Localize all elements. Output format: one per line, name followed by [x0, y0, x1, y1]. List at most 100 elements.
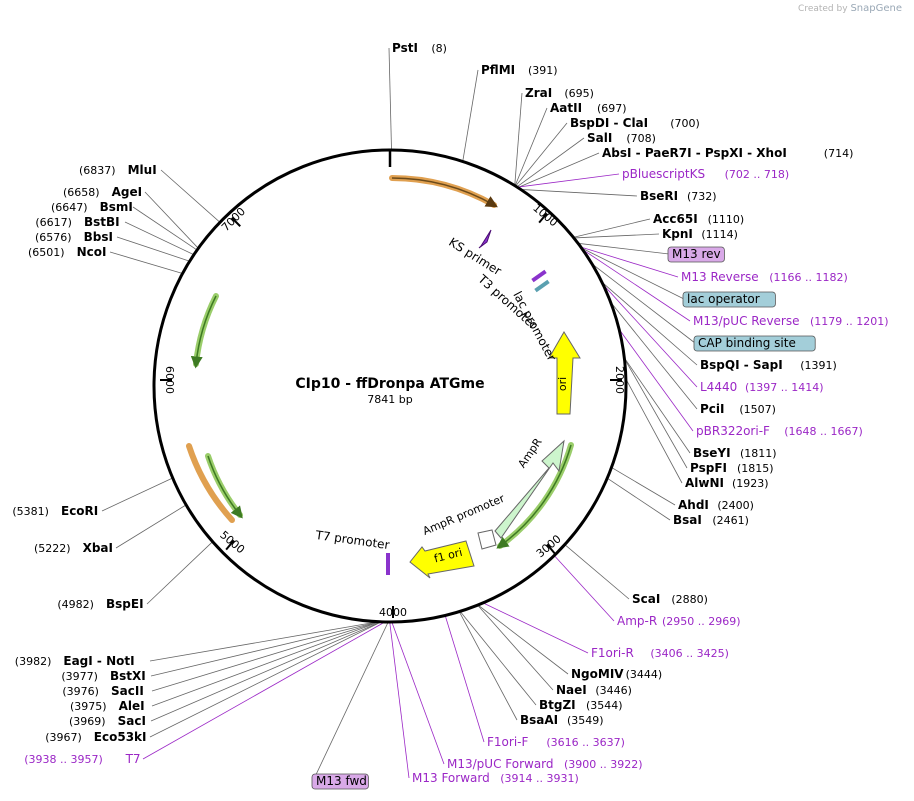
leader-line	[602, 284, 698, 388]
enzyme-label: BspDI - ClaI(700)	[570, 116, 700, 130]
feature-label: M13 rev	[667, 246, 725, 263]
leader-line	[149, 621, 382, 738]
site-name: SacI	[118, 714, 146, 728]
lac-promoter-label: lac promoter	[510, 289, 558, 363]
leader-line	[149, 621, 379, 662]
site-name: KpnI	[662, 227, 693, 241]
site-name: XbaI	[83, 541, 113, 555]
site-name: ZraI	[525, 86, 552, 100]
leader-line	[580, 246, 679, 278]
leader-line	[573, 233, 660, 239]
leader-line	[520, 189, 638, 197]
leader-line	[144, 191, 199, 249]
tick-label: 1000	[530, 201, 560, 229]
site-name: BspEI	[106, 597, 144, 611]
enzyme-label: NcoI(6501)	[28, 245, 106, 259]
ks-primer-mark	[478, 229, 492, 249]
leader-line	[564, 544, 630, 600]
leader-line	[444, 615, 485, 743]
orange-feature-top-arrow	[391, 177, 498, 208]
lac-promoter-mark	[534, 279, 550, 293]
enzyme-label: Eco53kI(3967)	[45, 730, 146, 744]
site-name: F1ori-R	[591, 646, 634, 660]
snapgene-credit: Created by SnapGene	[798, 3, 902, 14]
ori-label: ori	[556, 377, 569, 391]
leader-lines	[101, 47, 698, 782]
leader-line	[624, 358, 688, 469]
tick-label: 4000	[379, 606, 407, 619]
enzyme-label: PspFI(1815)	[690, 461, 774, 475]
site-name: BtgZI	[539, 698, 576, 712]
leader-line	[611, 467, 676, 506]
enzyme-label: EcoRI(5381)	[12, 504, 98, 518]
site-position: (4982)	[57, 598, 94, 611]
ampr-label: AmpR	[516, 435, 545, 470]
site-position: (3616 .. 3637)	[546, 736, 625, 749]
site-name: pBluescriptKS	[622, 167, 705, 181]
enzyme-label: ZraI(695)	[525, 86, 594, 100]
enzyme-label: NaeI (3446)	[556, 683, 632, 697]
feature-box	[311, 773, 369, 790]
leader-line	[150, 621, 380, 677]
site-position: (3446)	[595, 684, 632, 697]
primer-label: M13 Forward(3914 .. 3931)	[412, 771, 579, 785]
site-name: BseRI	[640, 189, 678, 203]
primer-label: L4440(1397 .. 1414)	[700, 380, 824, 394]
site-name: MluI	[128, 163, 157, 177]
site-name: BbsI	[84, 230, 113, 244]
site-name: L4440	[700, 380, 737, 394]
plasmid-name: CIp10 - ffDronpa ATGme	[295, 376, 484, 392]
site-position: (3900 .. 3922)	[564, 758, 643, 771]
site-name: NaeI	[556, 683, 587, 697]
leader-line	[581, 247, 685, 300]
enzyme-label: PstI(8)	[392, 41, 447, 55]
site-position: (6576)	[35, 231, 72, 244]
enzyme-label: BsmI(6647)	[51, 200, 133, 214]
enzyme-label: AlwNI(1923)	[685, 476, 769, 490]
tick-label: 2000	[613, 366, 626, 394]
site-name: lac operator	[687, 292, 760, 306]
site-name: F1ori-F	[487, 735, 528, 749]
site-name: BspQI - SapI	[700, 358, 783, 372]
site-position: (3914 .. 3931)	[500, 772, 579, 785]
leader-line	[151, 621, 380, 707]
primer-label: F1ori-R(3406 .. 3425)	[591, 646, 729, 660]
ori-arrow	[548, 331, 581, 415]
site-position: (3982)	[15, 655, 52, 668]
enzyme-label: SacI(3969)	[69, 714, 146, 728]
f1-ori-arrow	[409, 540, 475, 579]
green-feature-left-arrow	[190, 295, 217, 369]
site-position: (1507)	[739, 403, 776, 416]
leader-line	[124, 221, 195, 256]
enzyme-label: NgoMIV(3444)	[571, 667, 662, 681]
tick-mark	[538, 212, 548, 224]
leader-line	[458, 611, 518, 721]
site-position: (1114)	[701, 228, 738, 241]
enzyme-label: SacII(3976)	[62, 684, 143, 698]
enzyme-label: AgeI(6658)	[63, 185, 142, 199]
site-position: (2461)	[712, 514, 749, 527]
primer-label: F1ori-F (3616 .. 3637)	[487, 735, 625, 749]
site-name: T7	[125, 752, 141, 766]
site-name: SalI	[587, 131, 612, 145]
leader-line	[577, 242, 670, 255]
orange-feature-bottom-left	[186, 443, 235, 523]
leader-line	[132, 206, 198, 251]
leader-line	[391, 621, 445, 765]
leader-line	[160, 169, 221, 223]
site-name: Eco53kI	[94, 730, 147, 744]
site-name: ScaI	[632, 592, 660, 606]
enzyme-label: BsaI(2461)	[673, 513, 749, 527]
enzyme-label: PflMI(391)	[481, 63, 558, 77]
site-name: M13 rev	[672, 247, 721, 261]
site-name: M13/pUC Reverse	[693, 314, 800, 328]
leader-line	[607, 477, 671, 521]
site-labels: PstI(8) PflMI(391) ZraI(695)AatII(697)BspD…	[12, 41, 889, 790]
enzyme-label: AatII(697)	[550, 101, 627, 115]
orange-feature-top	[389, 175, 497, 208]
tick-mark	[231, 217, 241, 227]
enzyme-label: AhdI(2400)	[678, 498, 754, 512]
site-name: PstI	[392, 41, 418, 55]
site-name: EagI - NotI	[63, 654, 134, 668]
enzyme-label: BseRI(732)	[640, 189, 717, 203]
